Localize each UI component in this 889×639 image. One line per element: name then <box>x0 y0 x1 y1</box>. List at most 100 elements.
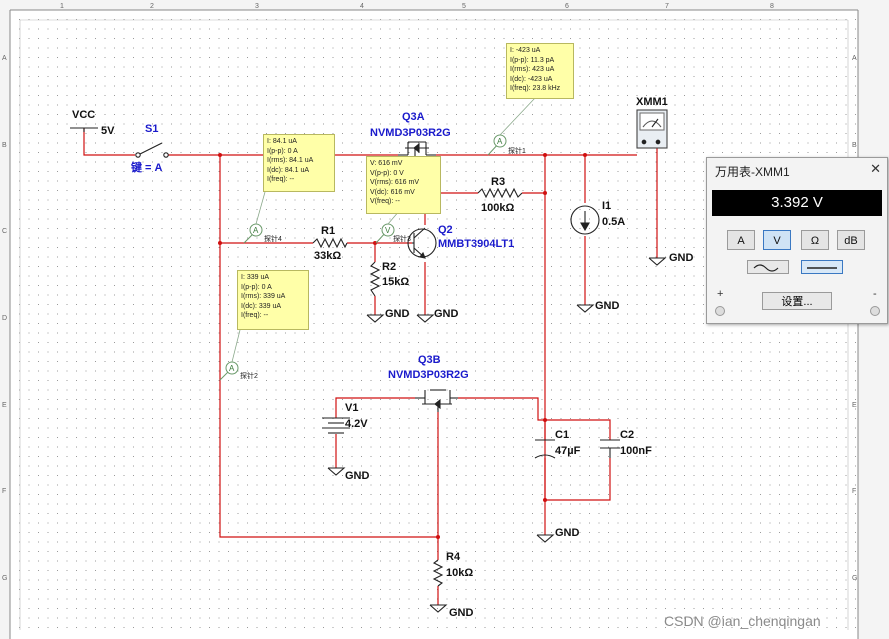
probe-4-readout[interactable]: I: 84.1 uA I(p-p): 0 A I(rms): 84.1 uA I… <box>263 134 335 192</box>
positive-terminal-label: + <box>717 288 724 300</box>
s1-label: S1 <box>145 123 158 135</box>
multimeter-title[interactable]: 万用表-XMM1 <box>715 165 790 179</box>
v1-label: V1 <box>345 402 358 414</box>
r1-value: 33kΩ <box>314 250 341 262</box>
ruler-row-e-right: E <box>852 402 857 409</box>
resistor-r1-symbol[interactable] <box>312 237 348 249</box>
probe-4-marker[interactable]: A <box>243 223 263 244</box>
c1-value: 47µF <box>555 445 581 457</box>
probe-3-line: V(rms): 616 mV <box>370 179 420 186</box>
mode-ammeter-button[interactable]: A <box>727 230 755 250</box>
probe-3-marker[interactable]: V <box>375 223 395 244</box>
ruler-row-d: D <box>2 315 7 322</box>
ruler-col-8: 8 <box>770 3 774 10</box>
r3-label: R3 <box>491 176 505 188</box>
vcc-value: 5V <box>101 125 115 137</box>
switch-s1-symbol[interactable] <box>135 142 169 158</box>
resistor-r2-symbol[interactable] <box>369 261 381 297</box>
svg-text:V: V <box>385 226 391 235</box>
current-source-i1-symbol[interactable] <box>570 205 600 235</box>
multimeter-reading: 3.392 V <box>712 190 882 216</box>
gnd-label-r2: GND <box>385 308 410 320</box>
gnd-label-c1: GND <box>555 527 580 539</box>
probe-2-line: I(p-p): 0 A <box>241 283 272 291</box>
v1-value: 4.2V <box>345 418 368 430</box>
junctions <box>218 153 587 539</box>
gnd-label-v1: GND <box>345 470 370 482</box>
mode-ohmmeter-button[interactable]: Ω <box>801 230 829 250</box>
q3b-label: Q3B <box>418 354 441 366</box>
probe-4-line: I(rms): 84.1 uA <box>267 157 314 164</box>
bjt-q2-symbol[interactable] <box>407 227 437 259</box>
resistor-r4-symbol[interactable] <box>432 559 444 587</box>
probe-1-tag: 探针1 <box>508 146 526 155</box>
xmm1-label: XMM1 <box>636 96 668 108</box>
ruler-col-6: 6 <box>565 3 569 10</box>
ruler-col-1: 1 <box>60 3 64 10</box>
probe-1-readout[interactable]: I: -423 uA I(p-p): 11.3 pA I(rms): 423 u… <box>506 43 574 99</box>
negative-terminal-label: - <box>873 288 877 300</box>
ruler-row-e: E <box>2 402 7 409</box>
resistor-r3-symbol[interactable] <box>477 187 523 199</box>
probe-4-line: I(freq): -- <box>267 176 295 183</box>
r2-label: R2 <box>382 261 396 273</box>
r1-label: R1 <box>321 225 335 237</box>
ruler-row-f-right: F <box>852 488 856 495</box>
mode-db-button[interactable]: dB <box>837 230 865 250</box>
probe-4-tag: 探针4 <box>264 234 282 243</box>
probe-2-readout[interactable]: I: 339 uA I(p-p): 0 A I(rms): 339 uA I(d… <box>237 270 309 330</box>
probe-4-line: I(p-p): 0 A <box>267 147 298 155</box>
top-ruler <box>0 0 889 10</box>
probe-3-readout[interactable]: V: 616 mV V(p-p): 0 V V(rms): 616 mV V(d… <box>366 156 441 214</box>
close-icon[interactable]: ✕ <box>870 161 881 176</box>
vcc-symbol[interactable] <box>70 127 98 132</box>
i1-label: I1 <box>602 200 611 212</box>
probe-1-line: I: -423 uA <box>510 47 541 54</box>
probe-4-line: I: 84.1 uA <box>267 138 297 145</box>
ruler-row-a-right: A <box>852 55 857 62</box>
q3b-model: NVMD3P03R2G <box>388 369 469 381</box>
battery-v1-symbol[interactable] <box>322 417 350 434</box>
svg-text:A: A <box>253 226 259 235</box>
capacitor-c2-symbol[interactable] <box>600 439 620 458</box>
mosfet-q3b-symbol[interactable] <box>415 389 458 412</box>
positive-terminal-icon[interactable] <box>715 306 725 316</box>
multimeter-window[interactable]: 万用表-XMM1 ✕ 3.392 V A V Ω dB + - 设置... <box>706 157 888 324</box>
probe-2-marker[interactable]: A <box>219 361 239 381</box>
ruler-row-g-right: G <box>852 575 857 582</box>
capacitor-c1-symbol[interactable] <box>534 439 556 459</box>
probe-3-line: V(dc): 616 mV <box>370 188 415 196</box>
svg-text:A: A <box>229 364 235 373</box>
s1-key-label: 键 = A <box>130 160 163 174</box>
ruler-row-f: F <box>2 488 6 495</box>
gnd-label-q2: GND <box>434 308 459 320</box>
probe-1-line: I(dc): -423 uA <box>510 75 553 83</box>
probe-3-line: V(freq): -- <box>370 198 400 205</box>
probe-1-marker[interactable]: A <box>487 134 507 156</box>
ac-mode-button[interactable] <box>747 260 789 274</box>
probe-2-line: I(freq): -- <box>241 312 269 319</box>
i1-value: 0.5A <box>602 216 625 228</box>
multimeter-xmm1-symbol[interactable] <box>636 109 668 149</box>
r3-value: 100kΩ <box>481 202 514 214</box>
negative-terminal-icon[interactable] <box>870 306 880 316</box>
gnd-label-r4: GND <box>449 607 474 619</box>
c1-label: C1 <box>555 429 569 441</box>
dc-mode-button[interactable] <box>801 260 843 274</box>
gnd-label-i1: GND <box>595 300 620 312</box>
probe-3-line: V(p-p): 0 V <box>370 169 404 177</box>
q2-model: MMBT3904LT1 <box>438 238 514 250</box>
ruler-row-a: A <box>2 55 7 62</box>
ruler-row-c: C <box>2 228 7 235</box>
r4-value: 10kΩ <box>446 567 473 579</box>
probe-2-line: I: 339 uA <box>241 274 270 281</box>
mode-voltmeter-button[interactable]: V <box>763 230 791 250</box>
r4-label: R4 <box>446 551 461 563</box>
vcc-label: VCC <box>72 109 95 121</box>
ruler-col-7: 7 <box>665 3 669 10</box>
probe-3-tag: 探针3 <box>393 234 411 243</box>
settings-button[interactable]: 设置... <box>762 292 832 310</box>
ruler-col-2: 2 <box>150 3 154 10</box>
probe-1-line: I(rms): 423 uA <box>510 66 555 73</box>
ruler-row-b: B <box>2 142 7 149</box>
